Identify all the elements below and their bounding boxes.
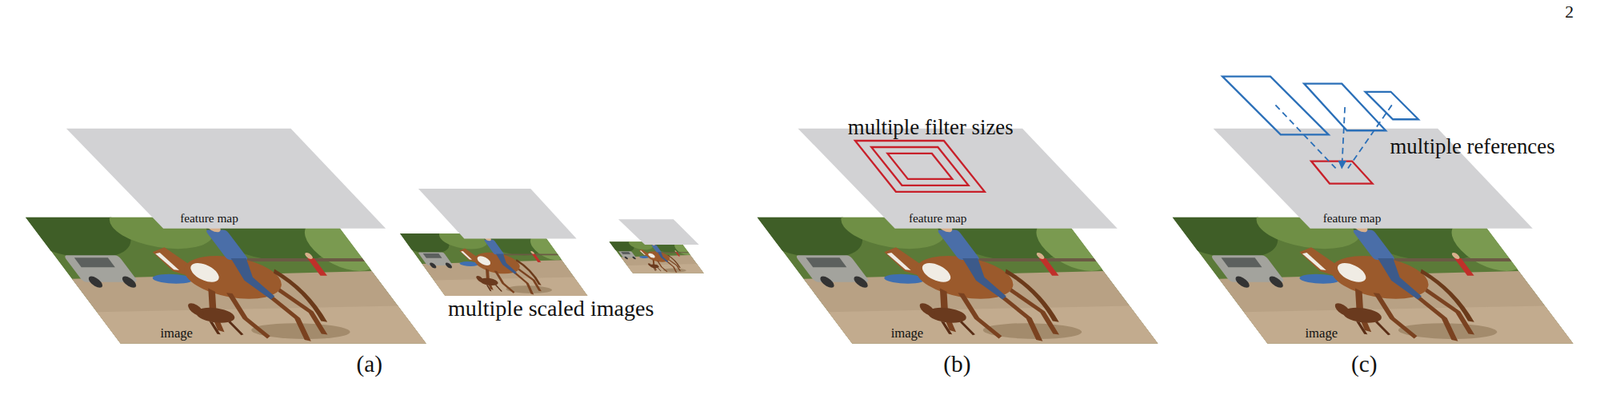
image-label: image <box>891 327 924 341</box>
feature-map-label: feature map <box>180 212 239 224</box>
image-label: image <box>160 327 193 341</box>
caption-label: multiple filter sizes <box>848 116 1014 139</box>
panel-label: (c) <box>1351 352 1378 376</box>
caption-label: multiple references <box>1390 136 1556 158</box>
panel-label: (b) <box>943 352 971 376</box>
feature-map-label: feature map <box>908 212 968 224</box>
feature-map-label: feature map <box>1323 212 1382 224</box>
filter-outline <box>871 147 968 186</box>
feature-map <box>418 188 577 240</box>
feature-map <box>797 128 1117 229</box>
reference-leader <box>1348 104 1392 168</box>
image-label: image <box>1305 327 1339 341</box>
page-number: 2 <box>1564 4 1574 22</box>
filter-outline <box>855 140 985 192</box>
filter-outlines <box>855 140 985 192</box>
feature-map <box>618 219 700 245</box>
feature-map <box>66 128 386 229</box>
reference-leaders <box>1275 104 1392 168</box>
caption-label: multiple scaled images <box>448 297 654 320</box>
panel-label: (a) <box>356 352 384 376</box>
reference-boxes <box>1222 76 1419 169</box>
anchor-box <box>1311 161 1373 184</box>
reference-leader <box>1275 104 1336 168</box>
reference-leader <box>1341 107 1345 169</box>
illustration <box>0 76 1592 344</box>
filter-outline <box>887 153 952 180</box>
